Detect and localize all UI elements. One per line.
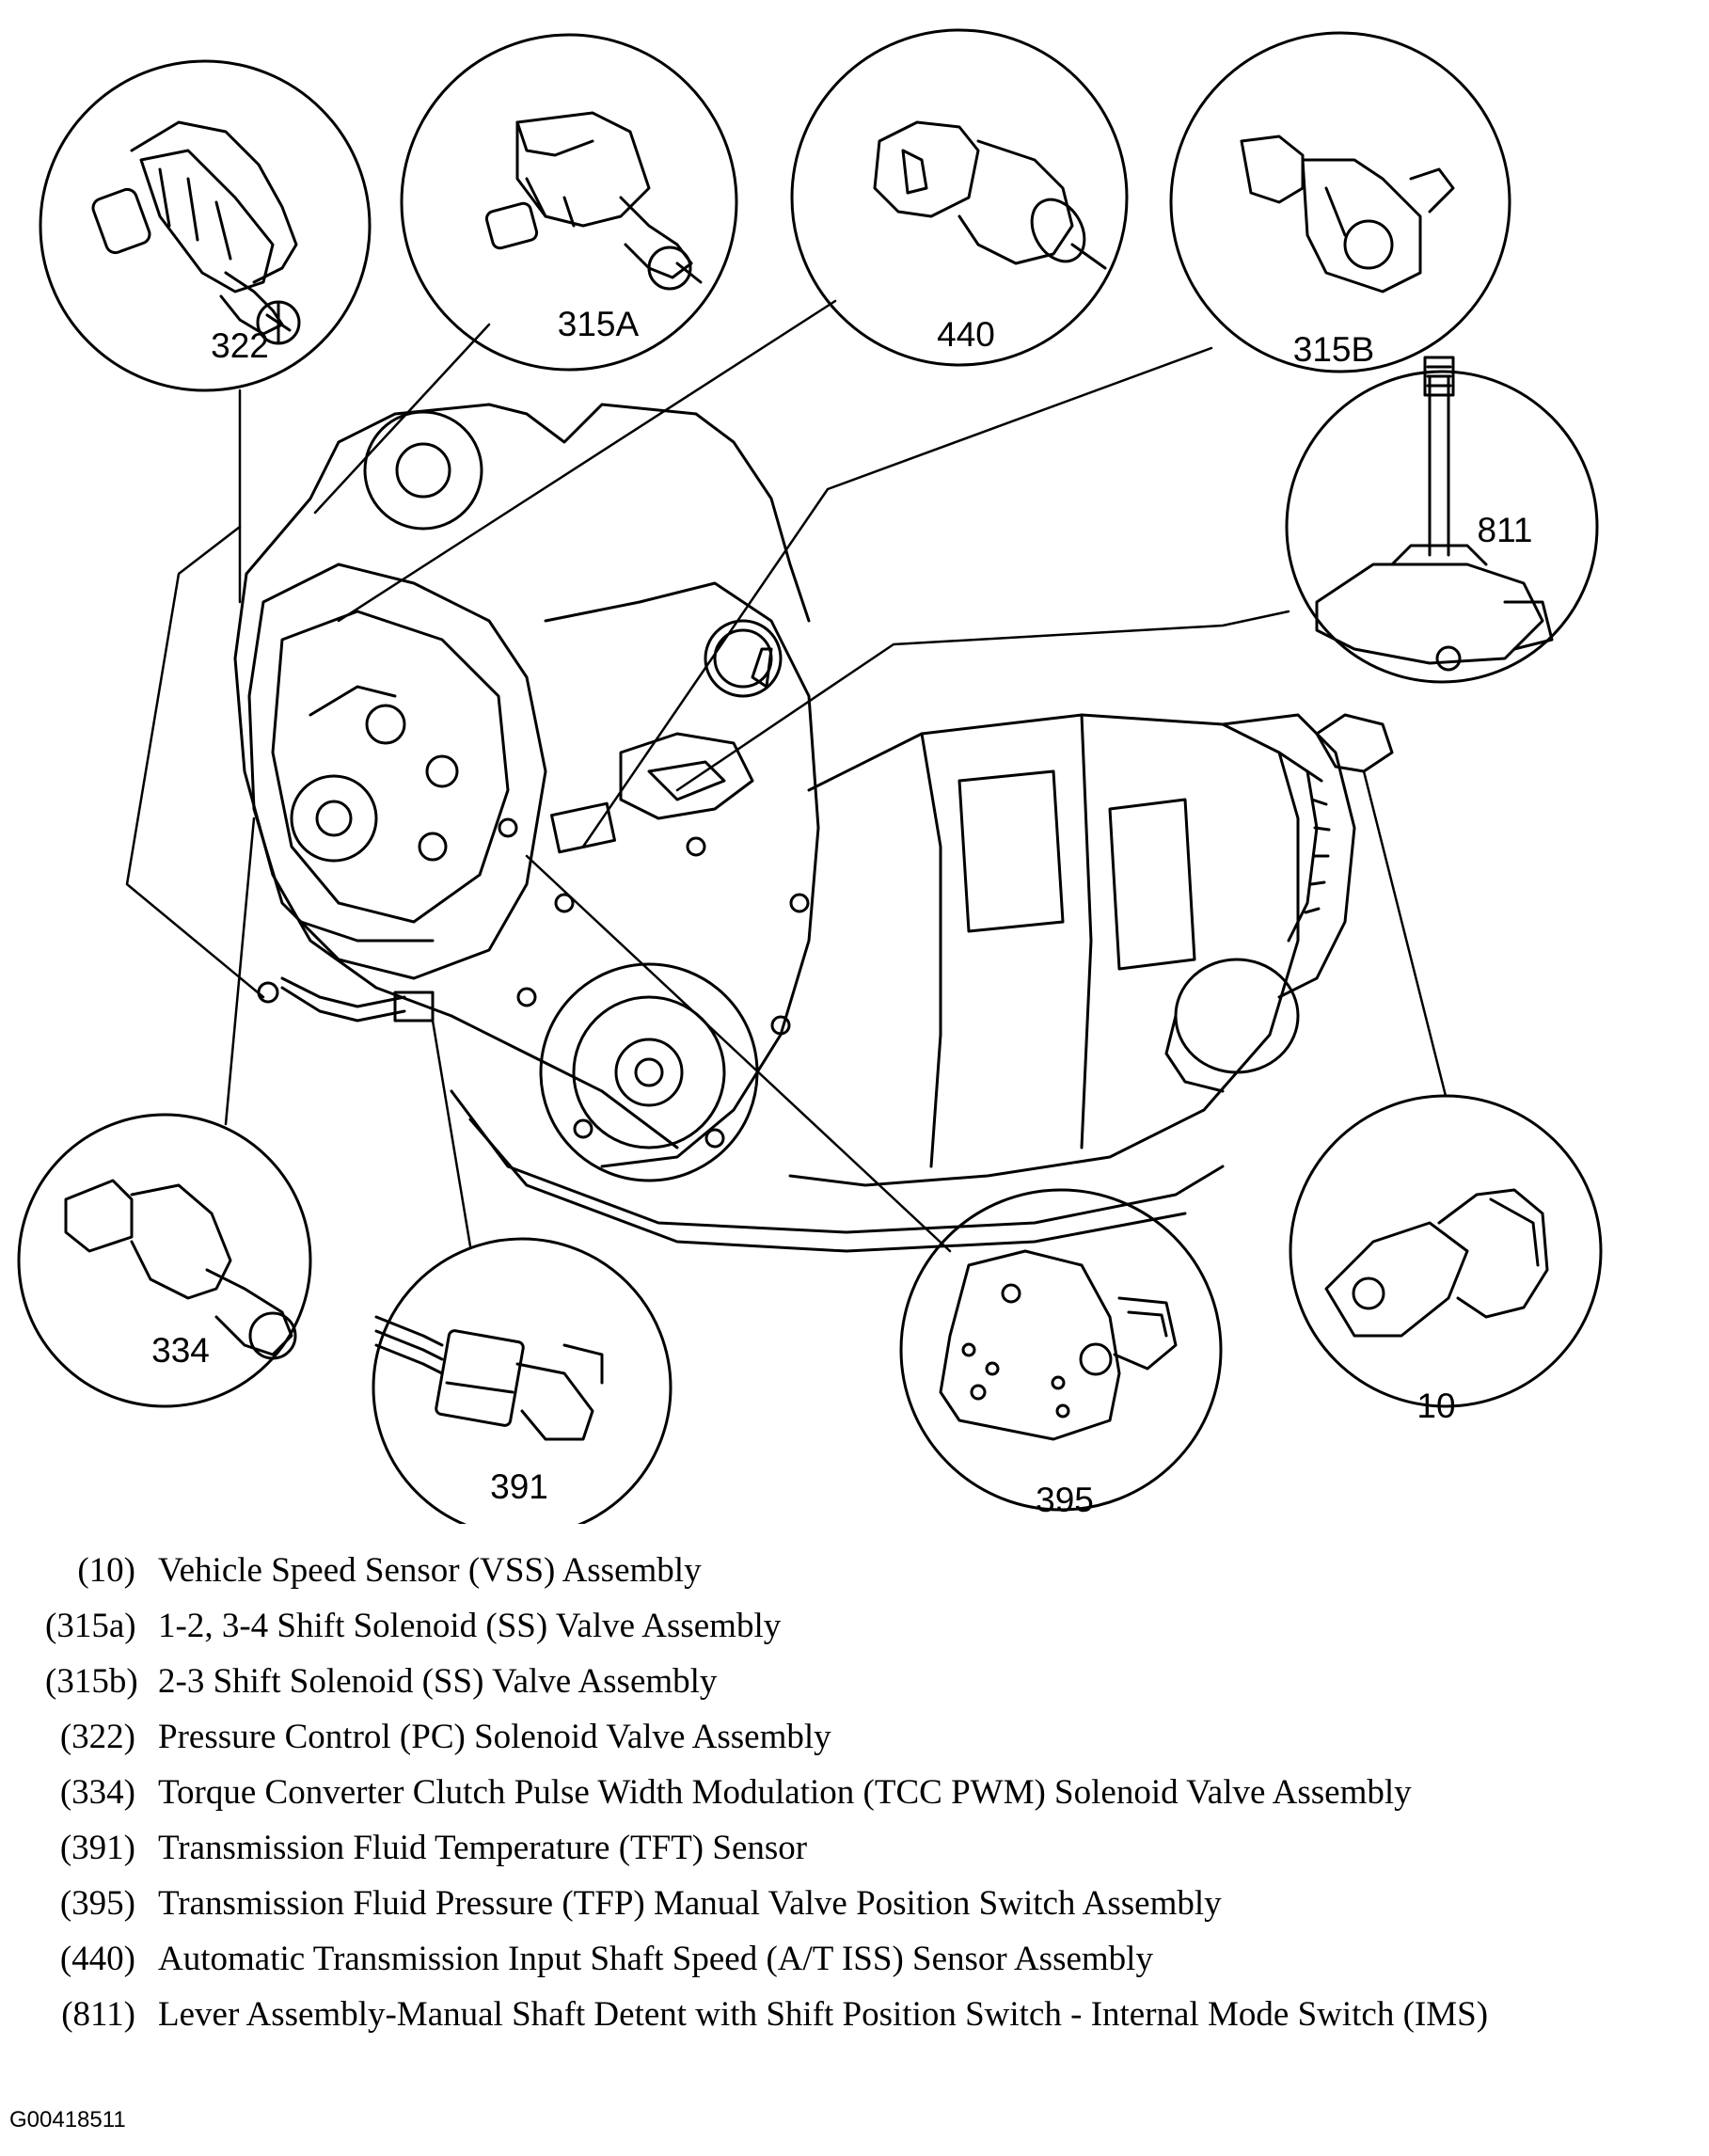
callout-315a [400,33,738,372]
legend-row: (10) Vehicle Speed Sensor (VSS) Assembly [45,1543,1701,1598]
transmission-body [233,403,1394,1253]
legend-text: Transmission Fluid Pressure (TFP) Manual… [158,1884,1222,1923]
legend-text: Automatic Transmission Input Shaft Speed… [158,1940,1153,1978]
legend-text: Vehicle Speed Sensor (VSS) Assembly [158,1551,702,1590]
legend-text: Torque Converter Clutch Pulse Width Modu… [158,1773,1412,1812]
legend-row: (315a) 1-2, 3-4 Shift Solenoid (SS) Valv… [45,1598,1701,1654]
callout-label-811: 811 [1478,511,1533,549]
legend-row: (395) Transmission Fluid Pressure (TFP) … [45,1876,1701,1931]
leader-lines [125,299,1448,1253]
callout-label-315a: 315A [558,305,640,343]
parts-legend: (10) Vehicle Speed Sensor (VSS) Assembly… [45,1543,1701,2042]
figure-id: G00418511 [9,2107,126,2132]
legend-code: (315b) [45,1662,138,1701]
legend-code: (322) [59,1718,135,1756]
legend-code: (811) [61,1995,135,2034]
callout-10 [1289,1094,1603,1408]
legend-row: (334) Torque Converter Clutch Pulse Widt… [45,1765,1701,1820]
legend-text: 1-2, 3-4 Shift Solenoid (SS) Valve Assem… [158,1607,782,1645]
legend-row: (322) Pressure Control (PC) Solenoid Val… [45,1709,1701,1765]
legend-text: Pressure Control (PC) Solenoid Valve Ass… [158,1718,831,1756]
legend-code: (391) [59,1829,135,1867]
callout-334 [17,1113,312,1408]
legend-row: (440) Automatic Transmission Input Shaft… [45,1931,1701,1987]
callout-391 [372,1237,673,1524]
transmission-diagram: 322 315A 440 315B 811 334 391 395 10 [17,28,1603,1524]
legend-code: (334) [59,1773,135,1812]
callout-label-315b: 315B [1293,330,1374,369]
callout-322 [39,59,372,392]
callout-label-334: 334 [151,1331,210,1370]
legend-row: (391) Transmission Fluid Temperature (TF… [45,1820,1701,1876]
legend-code: (395) [59,1884,135,1923]
callout-label-395: 395 [1036,1481,1094,1519]
callout-811 [1285,356,1599,684]
legend-text: 2-3 Shift Solenoid (SS) Valve Assembly [158,1662,718,1701]
legend-row: (811) Lever Assembly-Manual Shaft Detent… [45,1987,1701,2042]
legend-code: (440) [59,1940,135,1978]
callout-label-10: 10 [1416,1387,1455,1425]
legend-code: (315a) [45,1607,136,1645]
legend-text: Lever Assembly-Manual Shaft Detent with … [158,1995,1489,2034]
legend-code: (10) [77,1551,135,1590]
legend-row: (315b) 2-3 Shift Solenoid (SS) Valve Ass… [45,1654,1701,1709]
callout-label-391: 391 [490,1467,548,1506]
legend-text: Transmission Fluid Temperature (TFT) Sen… [158,1829,808,1867]
callout-label-440: 440 [937,315,995,354]
callout-395 [899,1188,1223,1512]
callout-315b [1169,31,1511,373]
callout-440 [790,28,1129,367]
callout-label-322: 322 [211,326,269,365]
